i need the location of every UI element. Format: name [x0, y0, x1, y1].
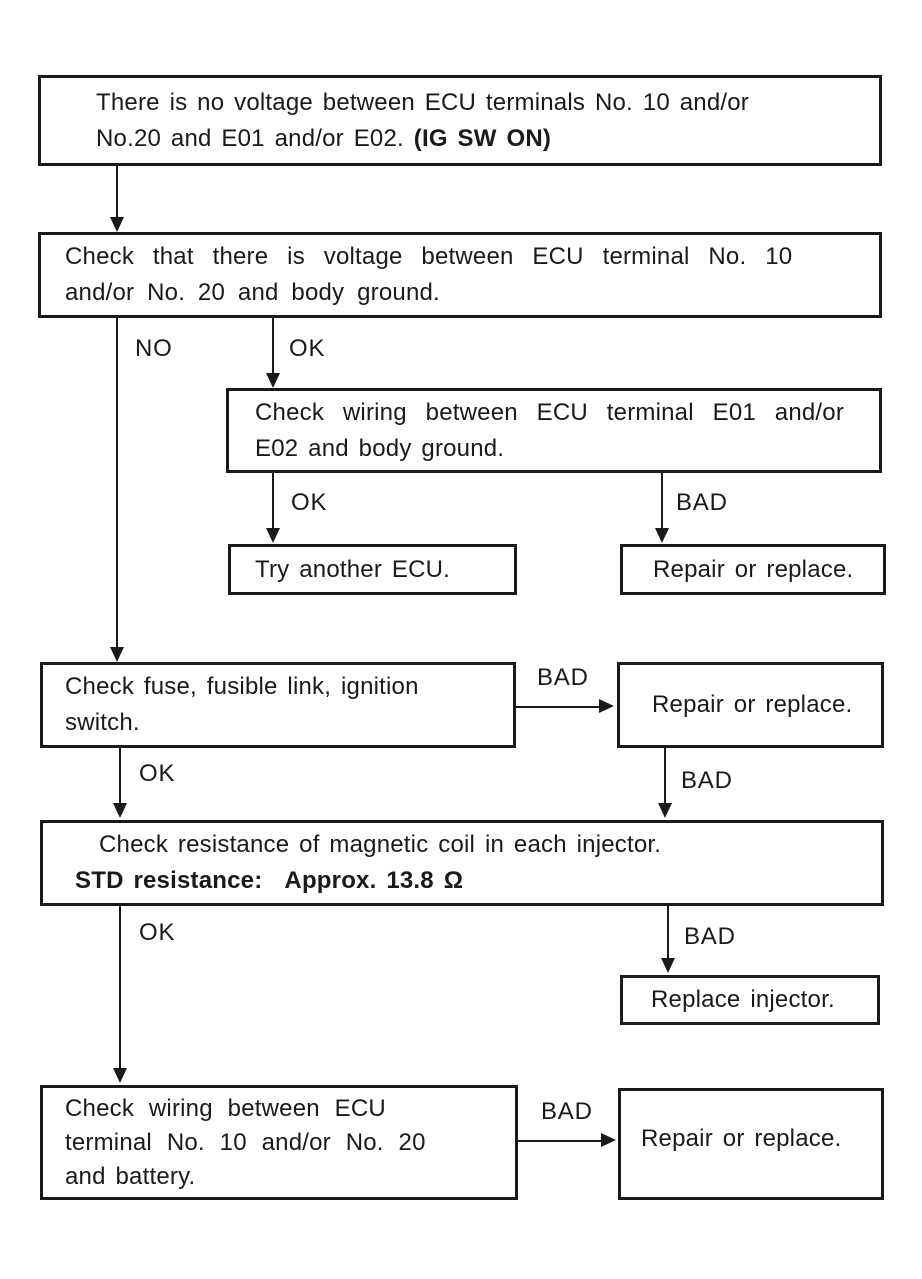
- node-text-line: Repair or replace.: [653, 555, 854, 583]
- connector-start-down: [116, 165, 118, 221]
- edge-label-bad-1: BAD: [676, 489, 728, 516]
- node-text-line: STD resistance: Approx. 13.8 Ω: [75, 863, 881, 899]
- arrowhead-down-icon: [110, 647, 124, 662]
- node-text-bold: (IG SW ON): [413, 124, 552, 152]
- node-check-injector-resistance: Check resistance of magnetic coil in eac…: [40, 820, 884, 906]
- node-text-line: Check resistance of magnetic coil in eac…: [99, 831, 662, 858]
- arrowhead-right-icon: [599, 699, 614, 713]
- connector-bad-branch-2: [664, 748, 666, 805]
- node-no-voltage: There is no voltage between ECU terminal…: [38, 75, 882, 166]
- edge-label-ok-1: OK: [289, 335, 326, 362]
- connector-bad-horizontal-2: [518, 1140, 603, 1142]
- arrowhead-down-icon: [266, 373, 280, 388]
- node-replace-injector: Replace injector.: [620, 975, 880, 1025]
- node-text-line: E02 and body ground.: [255, 434, 505, 462]
- node-repair-or-replace-3: Repair or replace.: [618, 1088, 884, 1200]
- connector-bad-branch-1: [661, 473, 663, 530]
- node-text-line: and battery.: [65, 1162, 196, 1190]
- node-text-line: No.20 and E01 and/or E02. (IG SW ON): [96, 121, 879, 157]
- arrowhead-right-icon: [601, 1133, 616, 1147]
- node-text-normal: No.20 and E01 and/or E02.: [96, 124, 404, 152]
- connector-ok-branch-2: [272, 473, 274, 530]
- edge-label-ok-2: OK: [291, 489, 328, 516]
- edge-label-bad-h2: BAD: [541, 1098, 593, 1125]
- connector-ok-branch-1: [272, 318, 274, 375]
- std-resistance-label: STD resistance:: [75, 867, 263, 894]
- std-resistance-value: Approx. 13.8 Ω: [284, 867, 464, 894]
- arrowhead-down-icon: [266, 528, 280, 543]
- edge-label-bad-2: BAD: [681, 767, 733, 794]
- arrowhead-down-icon: [113, 803, 127, 818]
- connector-ok-branch-3: [119, 748, 121, 805]
- node-text-line: Check that there is voltage between ECU …: [65, 243, 793, 270]
- node-text-line: Check wiring between ECU: [65, 1094, 386, 1122]
- node-text-line: Check fuse, fusible link, ignition: [65, 673, 419, 700]
- node-text-line: There is no voltage between ECU terminal…: [96, 88, 749, 116]
- node-repair-or-replace-2: Repair or replace.: [617, 662, 884, 748]
- edge-label-bad-h1: BAD: [537, 664, 589, 691]
- arrowhead-down-icon: [661, 958, 675, 973]
- node-check-wiring-e01-e02: Check wiring between ECU terminal E01 an…: [226, 388, 882, 473]
- edge-label-no: NO: [135, 335, 173, 362]
- connector-ok-branch-4: [119, 906, 121, 1070]
- edge-label-ok-3: OK: [139, 760, 176, 787]
- edge-label-ok-4: OK: [139, 919, 176, 946]
- arrowhead-down-icon: [658, 803, 672, 818]
- node-check-voltage-body-ground: Check that there is voltage between ECU …: [38, 232, 882, 318]
- node-repair-or-replace-1: Repair or replace.: [620, 544, 886, 595]
- node-text-line: Repair or replace.: [641, 1125, 842, 1152]
- connector-bad-branch-3: [667, 906, 669, 960]
- node-check-wiring-battery: Check wiring between ECU terminal No. 10…: [40, 1085, 518, 1200]
- edge-label-bad-3: BAD: [684, 923, 736, 950]
- connector-bad-horizontal-1: [516, 706, 601, 708]
- node-try-another-ecu: Try another ECU.: [228, 544, 517, 595]
- arrowhead-down-icon: [655, 528, 669, 543]
- node-text-line: and/or No. 20 and body ground.: [65, 279, 440, 306]
- node-text-line: Replace injector.: [651, 986, 835, 1013]
- node-text-line: switch.: [65, 709, 140, 736]
- connector-no-branch: [116, 318, 118, 651]
- node-text-line: Repair or replace.: [652, 691, 853, 718]
- node-text-line: Try another ECU.: [255, 555, 451, 583]
- node-check-fuse: Check fuse, fusible link, ignition switc…: [40, 662, 516, 748]
- node-text-line: Check wiring between ECU terminal E01 an…: [255, 398, 845, 426]
- arrowhead-down-icon: [113, 1068, 127, 1083]
- node-text-line: terminal No. 10 and/or No. 20: [65, 1128, 426, 1156]
- arrowhead-down-icon: [110, 217, 124, 232]
